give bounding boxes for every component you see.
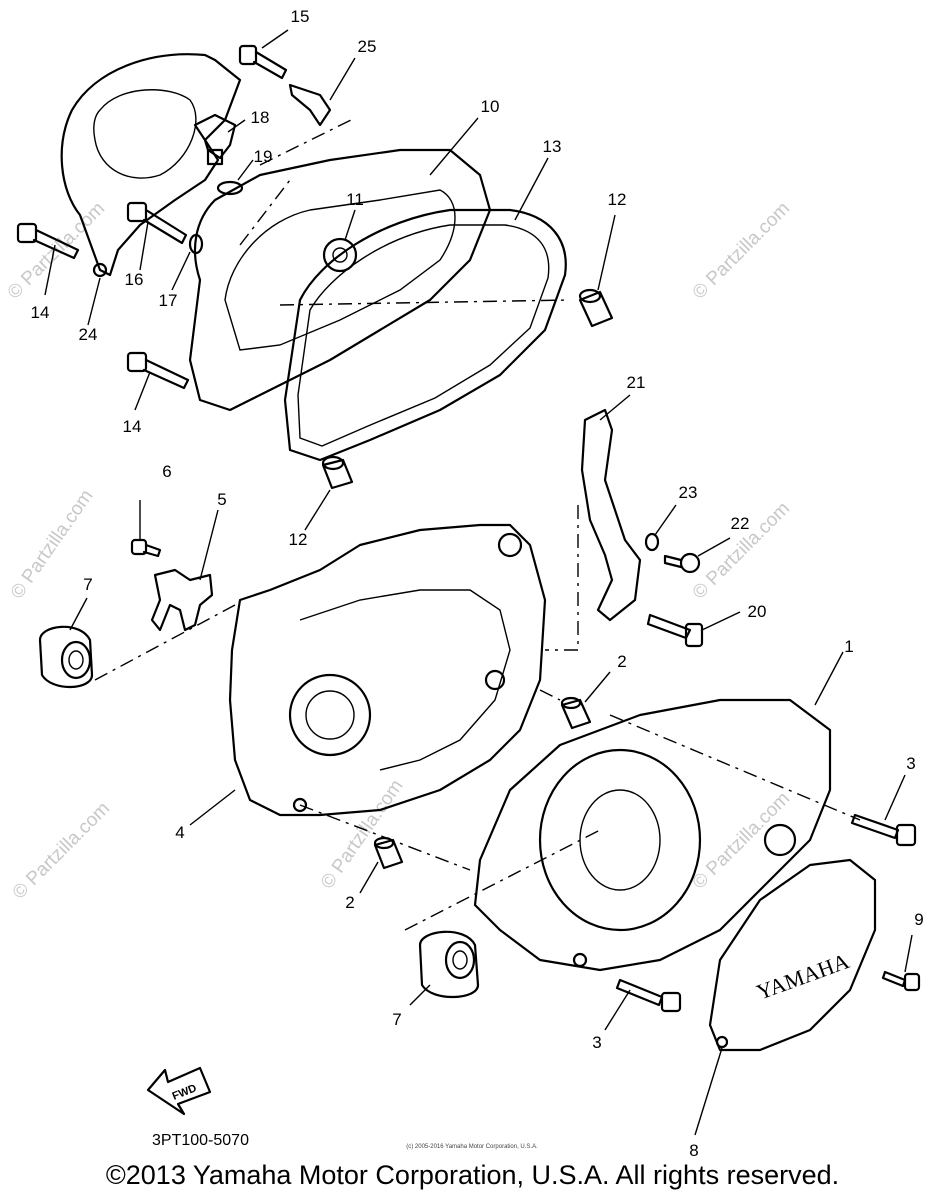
bolt-6: [130, 538, 162, 558]
bolt-15: [238, 44, 288, 80]
callout-11: 11: [346, 190, 364, 209]
callout-12-upper: 12: [608, 190, 627, 209]
dowel-12-lower: [321, 455, 354, 490]
callout-12-lower: 12: [289, 530, 308, 549]
dowel-2-left: [373, 836, 404, 870]
callout-3-right: 3: [906, 754, 915, 773]
crankcase-cover-8: YAMAHA: [708, 858, 877, 1052]
ignition-cover-guard: [60, 53, 242, 278]
fwd-arrow-icon: FWD: [146, 1066, 212, 1116]
bearing-7-upper: [38, 625, 94, 689]
callout-24: 24: [79, 325, 98, 344]
clip-25: [288, 83, 332, 127]
callout-14-upper: 14: [31, 303, 50, 322]
callout-5: 5: [217, 490, 226, 509]
bolt-16: [126, 201, 188, 245]
diagram-code: 3PT100-5070: [152, 1132, 249, 1149]
bolt-3-lower: [615, 978, 682, 1013]
watermark-right-top: © Partzilla.com: [689, 198, 794, 303]
callout-22: 22: [731, 514, 750, 533]
callout-19: 19: [254, 147, 273, 166]
left-crankcase-4: [228, 523, 547, 817]
callout-7-upper: 7: [83, 575, 92, 594]
callout-2-right: 2: [617, 652, 626, 671]
callout-20: 20: [748, 602, 767, 621]
callout-numbers: 15 25 18 19 10 11 13 12 14 16 17 24 14 1…: [31, 7, 924, 1160]
callout-9: 9: [914, 910, 923, 929]
exploded-view-drawing: © Partzilla.com © Partzilla.com © Partzi…: [4, 7, 924, 1160]
footer-copyright: ©2013 Yamaha Motor Corporation, U.S.A. A…: [105, 1160, 840, 1190]
fwd-arrow-text: FWD: [171, 1082, 199, 1103]
gasket-13: [283, 208, 567, 462]
leader-lines: [44, 29, 913, 1136]
callout-7-lower: 7: [392, 1010, 401, 1029]
watermarks: © Partzilla.com © Partzilla.com © Partzi…: [4, 198, 794, 903]
dowel-12-upper: [578, 288, 614, 328]
bolt-14-lower: [126, 351, 190, 390]
bearing-7-lower: [418, 930, 480, 999]
dowel-2-right: [560, 696, 592, 730]
screw-22: [663, 552, 701, 574]
callout-10: 10: [481, 97, 500, 116]
callout-14-lower: 14: [123, 417, 142, 436]
watermark-left-bottom: © Partzilla.com: [9, 798, 114, 903]
callout-13: 13: [543, 137, 562, 156]
callout-21: 21: [627, 373, 646, 392]
right-crankcase-1: [473, 698, 832, 972]
callout-8: 8: [689, 1141, 698, 1160]
bolt-9: [881, 970, 921, 992]
crankcase-cover-10: [188, 148, 492, 412]
callout-18: 18: [251, 108, 270, 127]
callout-16: 16: [125, 270, 144, 289]
callout-3-lower: 3: [592, 1033, 601, 1052]
watermark-center: © Partzilla.com: [317, 776, 408, 893]
o-ring-19: [216, 180, 244, 196]
shift-fork-5: [150, 568, 214, 632]
callout-15: 15: [291, 7, 310, 26]
washer-23: [644, 532, 660, 552]
alignment-lines: [94, 117, 861, 931]
callout-1: 1: [844, 637, 853, 656]
watermark-right-bottom: © Partzilla.com: [689, 788, 794, 893]
callout-23: 23: [679, 483, 698, 502]
callout-25: 25: [358, 37, 377, 56]
callout-17: 17: [159, 291, 178, 310]
cover-brand-text: YAMAHA: [753, 948, 852, 1005]
bolt-20: [646, 613, 704, 648]
callout-4: 4: [175, 823, 184, 842]
small-copyright: (c) 2005-2016 Yamaha Motor Corporation, …: [406, 1144, 538, 1150]
bracket-21: [580, 408, 642, 622]
washer-17: [188, 233, 204, 255]
callout-2-left: 2: [345, 893, 354, 912]
callout-6: 6: [162, 462, 171, 481]
plug-18: [193, 113, 237, 166]
bolt-3-right: [850, 813, 917, 847]
